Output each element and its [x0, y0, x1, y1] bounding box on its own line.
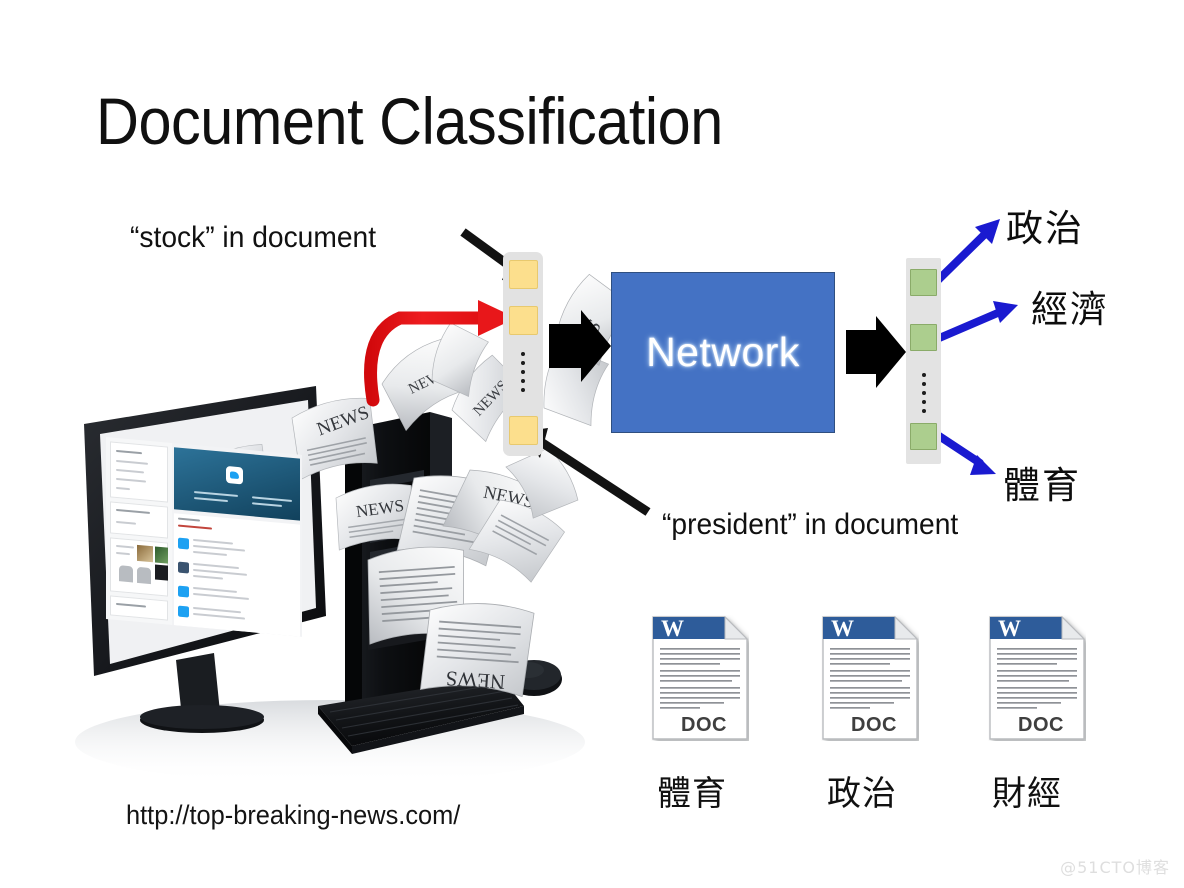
watermark: @51CTO博客 — [1060, 858, 1170, 877]
svg-text:S: S — [582, 317, 606, 337]
network-label: Network — [646, 329, 800, 375]
doc-caption-finance: 財經 — [992, 774, 1062, 814]
input-feature-vector — [503, 252, 543, 456]
screen-profile-card — [110, 441, 168, 503]
screen-avatar — [137, 566, 151, 585]
screen-media-card — [110, 537, 168, 597]
page-title: Document Classification — [96, 84, 723, 158]
svg-text:NEWS: NEWS — [406, 365, 451, 398]
doc-caption-sports: 體育 — [657, 774, 727, 814]
svg-text:NEWS: NEWS — [482, 482, 536, 512]
doc-caption-politics: 政治 — [827, 774, 897, 814]
output-cell-2 — [910, 423, 937, 450]
output-class-label-politics: 政治 — [1006, 207, 1084, 250]
output-class-label-sports: 體育 — [1003, 464, 1081, 507]
svg-text:W: W — [661, 616, 684, 641]
stock-annotation: “stock” in document — [130, 221, 377, 254]
network-box[interactable]: Network — [611, 272, 835, 433]
screen-avatar — [119, 565, 133, 583]
svg-text:NEWS: NEWS — [355, 496, 405, 522]
doc-icon-sports[interactable]: W DOC — [651, 615, 749, 741]
svg-text:W: W — [831, 616, 854, 641]
svg-text:W: W — [998, 616, 1021, 641]
screen-feed — [174, 513, 300, 637]
output-cell-1 — [910, 324, 937, 351]
doc-icon-politics[interactable]: W DOC — [821, 615, 919, 741]
svg-text:DOC: DOC — [681, 714, 727, 736]
screen-compose-card — [110, 501, 168, 539]
screen-thumb — [155, 546, 168, 564]
keyboard-image — [318, 676, 524, 754]
president-annotation: “president” in document — [662, 508, 959, 541]
svg-text:DOC: DOC — [1018, 714, 1064, 736]
screen-hero-banner — [174, 447, 300, 521]
output-arrows — [926, 219, 1018, 475]
monitor-screen-content — [106, 437, 302, 637]
input-cell-0 — [509, 260, 538, 289]
output-score-vector — [906, 258, 941, 464]
svg-text:NEWS: NEWS — [314, 402, 372, 440]
input-vector-ellipsis — [521, 352, 525, 392]
output-cell-0 — [910, 269, 937, 296]
output-class-label-economy: 經濟 — [1031, 288, 1109, 331]
screen-thumb — [155, 564, 168, 581]
output-vector-ellipsis — [921, 373, 926, 413]
block-arrow-to-output — [846, 316, 906, 388]
computer-tower-image — [345, 412, 452, 722]
block-arrow-to-network — [549, 310, 611, 382]
source-url-label: http://top-breaking-news.com/ — [126, 800, 461, 830]
mouse-image — [506, 660, 562, 696]
input-cell-2 — [509, 416, 538, 445]
svg-text:DOC: DOC — [851, 714, 897, 736]
doc-icon-finance[interactable]: W DOC — [988, 615, 1086, 741]
red-curved-arrow — [364, 300, 516, 407]
screen-thumb — [137, 544, 153, 563]
input-cell-1 — [509, 306, 538, 335]
svg-text:NEWS: NEWS — [445, 666, 506, 694]
